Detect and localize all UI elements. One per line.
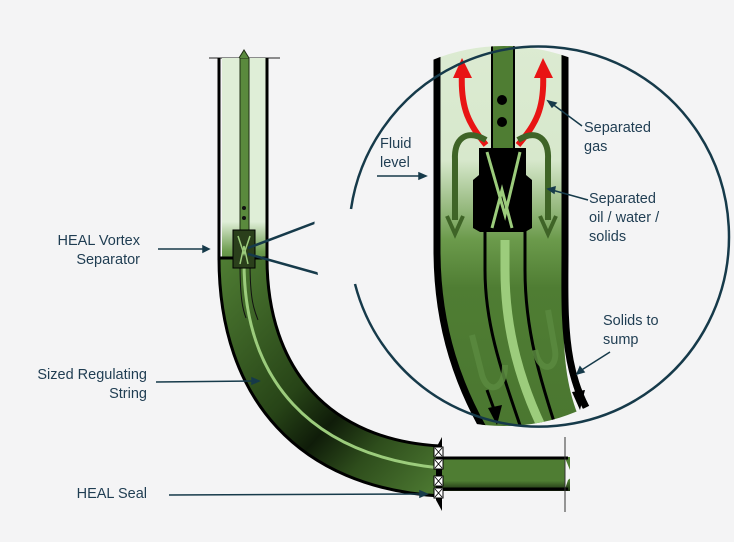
label-line: level [380, 155, 410, 171]
label-fluid-level: Fluid level [380, 135, 411, 173]
label-line: Solids to [603, 313, 659, 329]
magnified-view [314, 45, 731, 428]
liquid-arrow-left [451, 132, 488, 220]
label-line: Separated [584, 120, 651, 136]
label-line: Fluid [380, 136, 412, 152]
label-separated-liquids: Separated oil / water / solids [589, 190, 659, 247]
label-separated-gas: Separated gas [584, 119, 651, 157]
wellbore [209, 49, 575, 512]
sump-arrow-left [488, 405, 502, 425]
string-pointer [155, 380, 255, 383]
solids-arrow-left [469, 334, 508, 391]
pointer-arrows [155, 99, 611, 499]
sump-arrow-right [572, 390, 585, 410]
label-vortex-separator: HEAL Vortex Separator [40, 232, 140, 270]
label-line: solids [589, 229, 627, 245]
heal-seal [433, 437, 444, 511]
label-line: oil / water / [589, 210, 660, 226]
label-line: gas [584, 139, 608, 155]
label-regulating-string: Sized Regulating String [10, 366, 147, 404]
regulating-string [242, 261, 441, 470]
label-line: Separated [589, 191, 656, 207]
magnifier-outline [349, 45, 731, 428]
label-solids-to-sump: Solids to sump [603, 312, 659, 350]
zoom-regulating-string [500, 240, 553, 426]
label-heal-seal: HEAL Seal [76, 486, 147, 502]
liquid-arrow-right [516, 132, 552, 220]
label-line: sump [603, 332, 639, 348]
horizontal-lateral [440, 457, 570, 491]
label-line: String [109, 386, 147, 402]
sump-pointer [579, 351, 611, 372]
liquids-pointer [551, 189, 589, 201]
gas-pointer [550, 102, 583, 127]
label-line: Sized Regulating [37, 367, 147, 383]
label-line: Separator [76, 252, 140, 268]
seal-pointer [168, 493, 424, 496]
label-line: HEAL Vortex [57, 233, 140, 249]
tubing-string [239, 57, 250, 239]
solids-arrow-right [532, 309, 559, 370]
